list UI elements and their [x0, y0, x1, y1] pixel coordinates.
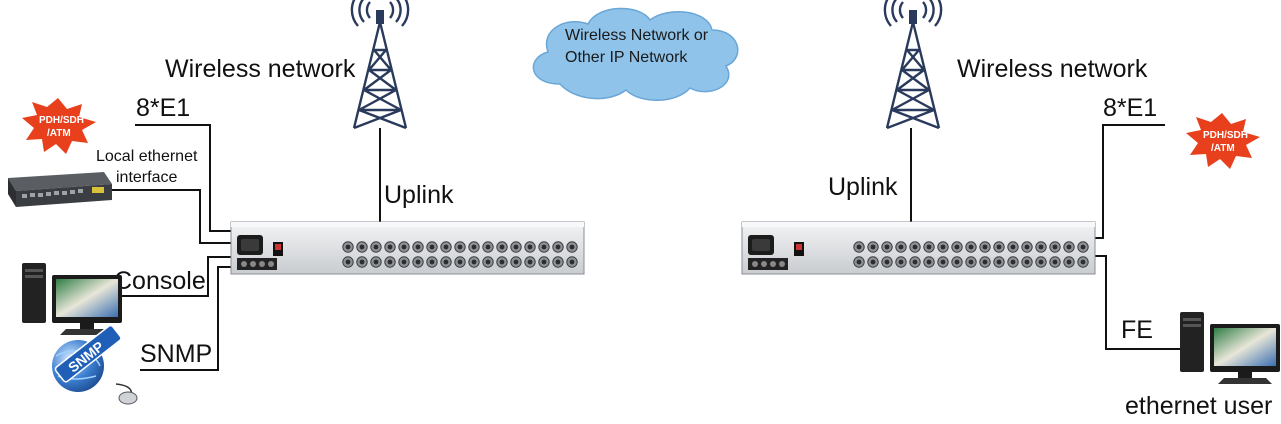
- pdh-label-line1: PDH/SDH: [39, 115, 84, 126]
- snmp-label: SNMP: [140, 340, 212, 368]
- pdh-sdh-atm-right: PDH/SDH /ATM: [1186, 113, 1260, 169]
- cloud-label-line2: Other IP Network: [565, 49, 688, 66]
- local-ethernet-label-line2: interface: [116, 169, 177, 186]
- fe-label: FE: [1121, 316, 1153, 344]
- uplink-label-right: Uplink: [828, 173, 898, 201]
- local-ethernet-label-line1: Local ethernet: [96, 148, 198, 165]
- pdh-sdh-atm-left: PDH/SDH /ATM: [22, 98, 96, 154]
- globe-icon: SNMP: [52, 324, 138, 405]
- ethernet-user-label: ethernet user: [1125, 392, 1272, 420]
- mux-device-right: [741, 221, 1096, 275]
- pdh-label-line1: PDH/SDH: [1203, 130, 1248, 141]
- uplink-label-left: Uplink: [384, 181, 454, 209]
- tower-icon: [883, 0, 943, 130]
- cloud-label-line1: Wireless Network or: [565, 27, 709, 44]
- wireless-network-label-right: Wireless network: [957, 55, 1148, 83]
- cloud-icon: [532, 7, 739, 101]
- mux-device-icon: [741, 221, 1096, 275]
- switch-icon: [8, 172, 112, 207]
- e1-label-right: 8*E1: [1103, 94, 1157, 122]
- console-label: Console: [114, 267, 206, 295]
- e1-label-left: 8*E1: [136, 94, 190, 122]
- starburst-icon: [1186, 113, 1260, 169]
- ip-network-cloud: Wireless Network or Other IP Network: [532, 7, 739, 101]
- mux-device-icon: [230, 221, 585, 275]
- mux-device-left: [230, 221, 585, 275]
- computer-icon: [1180, 312, 1280, 384]
- pdh-label-line2: /ATM: [1211, 143, 1235, 154]
- connection-lines: [110, 124, 1180, 371]
- starburst-icon: [22, 98, 96, 154]
- computer-icon: [22, 263, 122, 335]
- wireless-network-label-left: Wireless network: [165, 55, 356, 83]
- pdh-label-line2: /ATM: [47, 128, 71, 139]
- tower-icon: [350, 0, 410, 130]
